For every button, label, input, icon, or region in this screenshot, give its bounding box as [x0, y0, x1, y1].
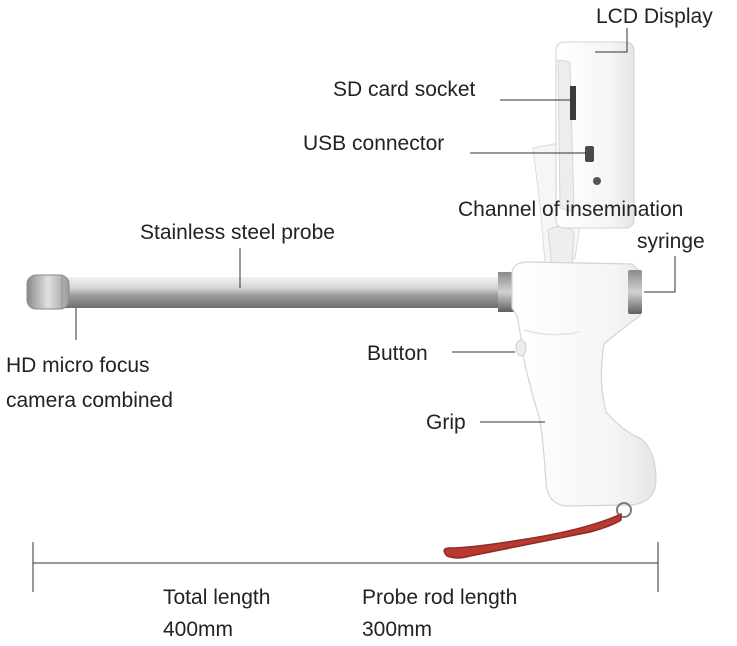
dimension-line — [32, 542, 659, 592]
label-camera-line2: camera combined — [6, 389, 173, 412]
lanyard-strap — [443, 512, 622, 559]
side-button — [515, 339, 527, 357]
leader-lcd — [595, 28, 628, 53]
label-lcd-display: LCD Display — [596, 5, 713, 28]
label-channel-line1: Channel of insemination — [458, 198, 684, 221]
label-stainless-probe: Stainless steel probe — [140, 221, 335, 244]
label-camera-line1: HD micro focus — [6, 354, 150, 377]
probe-length-value: 300mm — [362, 618, 433, 641]
total-length-value: 400mm — [163, 618, 234, 641]
leader-channel — [644, 256, 676, 293]
label-button: Button — [367, 342, 428, 365]
syringe-channel-collar — [628, 270, 642, 314]
label-channel-line2: syringe — [637, 230, 705, 253]
camera-tip — [26, 274, 70, 310]
sd-card-slot — [570, 86, 576, 120]
monitor-arm-joint — [547, 226, 575, 269]
grip-contour — [523, 329, 581, 336]
probe-rod — [42, 277, 512, 308]
label-grip: Grip — [426, 411, 466, 434]
display-button — [593, 177, 601, 185]
leader-lines — [75, 28, 676, 423]
label-usb-connector: USB connector — [303, 132, 445, 155]
probe-length-title: Probe rod length — [362, 586, 518, 609]
label-sd-card-socket: SD card socket — [333, 78, 476, 101]
total-length-title: Total length — [163, 586, 271, 609]
usb-port — [585, 146, 594, 162]
rod-collar — [498, 272, 515, 312]
device-body — [511, 261, 657, 507]
lanyard-ring — [616, 502, 632, 518]
